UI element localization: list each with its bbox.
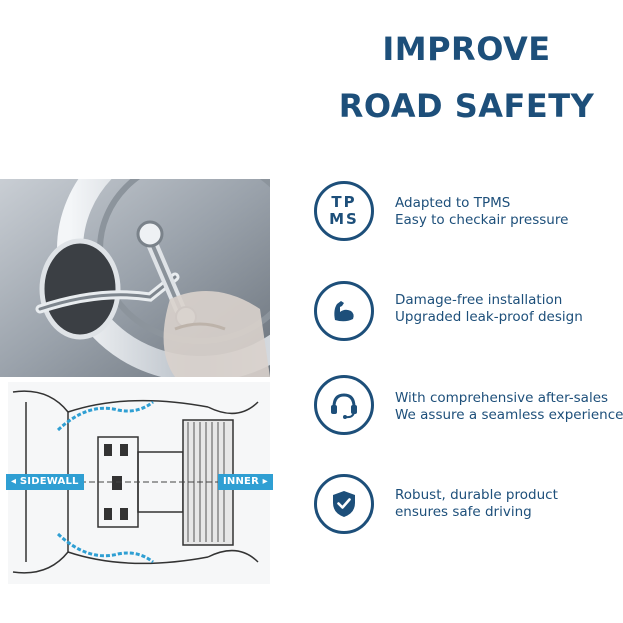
feature-installation: Damage-free installation Upgraded leak-p… (314, 281, 623, 351)
title-line-1: IMPROVE (382, 30, 551, 68)
muscle-arm-icon (314, 281, 374, 341)
feature-durable-line2: ensures safe driving (395, 504, 532, 520)
feature-durable-line1: Robust, durable product (395, 487, 558, 503)
feature-durable: Robust, durable product ensures safe dri… (314, 474, 623, 544)
feature-tpms-line2: Easy to checkair pressure (395, 212, 569, 228)
feature-tpms-line1: Adapted to TPMS (395, 195, 511, 211)
feature-after-sales: With comprehensive after-sales We assure… (314, 375, 623, 445)
tpms-icon: TP MS (314, 181, 374, 241)
feature-installation-line1: Damage-free installation (395, 292, 563, 308)
feature-after-sales-line2: We assure a seamless experience (395, 407, 623, 423)
feature-tpms: TP MS Adapted to TPMS Easy to checkair p… (314, 181, 623, 251)
shield-check-icon (314, 474, 374, 534)
valve-installation-photo (0, 179, 270, 377)
headset-icon (314, 375, 374, 435)
feature-after-sales-line1: With comprehensive after-sales (395, 390, 609, 406)
inner-label: INNER ▸ (218, 474, 273, 490)
feature-installation-line2: Upgraded leak-proof design (395, 309, 583, 325)
title-line-2: ROAD SAFETY (338, 87, 595, 125)
sidewall-label: ◂ SIDEWALL (6, 474, 84, 490)
